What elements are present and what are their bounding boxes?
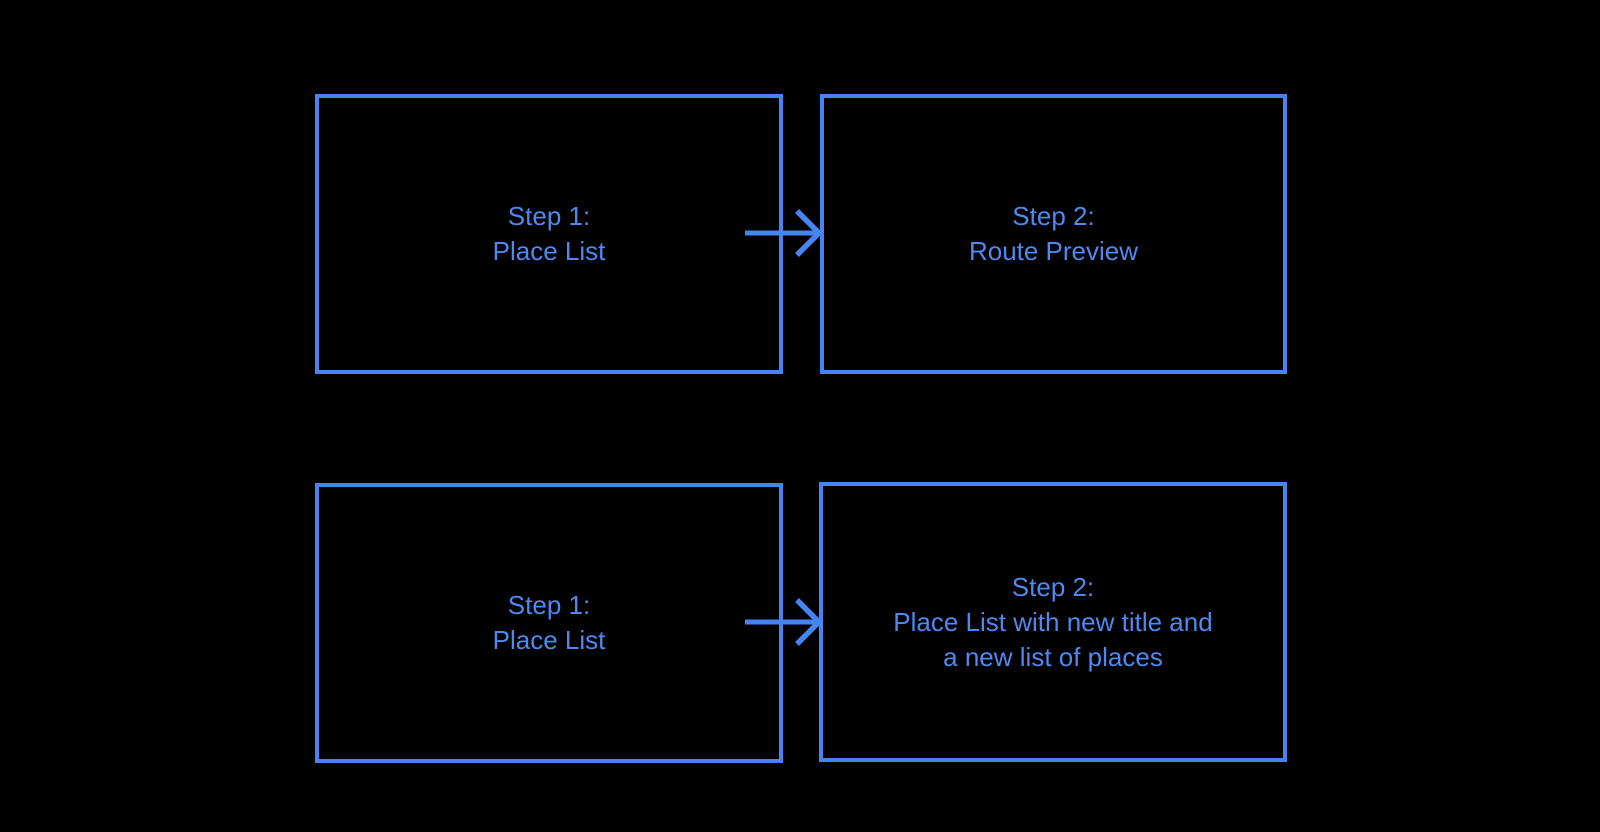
right-arrow-icon bbox=[745, 209, 823, 257]
box-text-line: Step 1: bbox=[507, 201, 591, 231]
flow-box-step1-bottom: Step 1: Place List bbox=[315, 483, 783, 763]
box-text-line: Step 1: bbox=[507, 590, 591, 620]
flow-box-step2-bottom: Step 2: Place List with new title and a … bbox=[819, 482, 1287, 762]
box-text-line: Place List bbox=[492, 625, 606, 655]
box-text-line: Place List bbox=[492, 236, 606, 266]
box-text-line: Route Preview bbox=[968, 236, 1139, 266]
right-arrow-icon bbox=[745, 598, 823, 646]
box-text-line: Place List with new title and bbox=[893, 606, 1213, 637]
box-text-line: a new list of places bbox=[943, 641, 1163, 672]
box-text-line: Step 2: bbox=[1012, 201, 1095, 231]
box-text-line: Step 2: bbox=[1011, 571, 1095, 602]
flow-box-step2-top: Step 2: Route Preview bbox=[820, 94, 1287, 374]
flow-box-step1-top: Step 1: Place List bbox=[315, 94, 783, 374]
